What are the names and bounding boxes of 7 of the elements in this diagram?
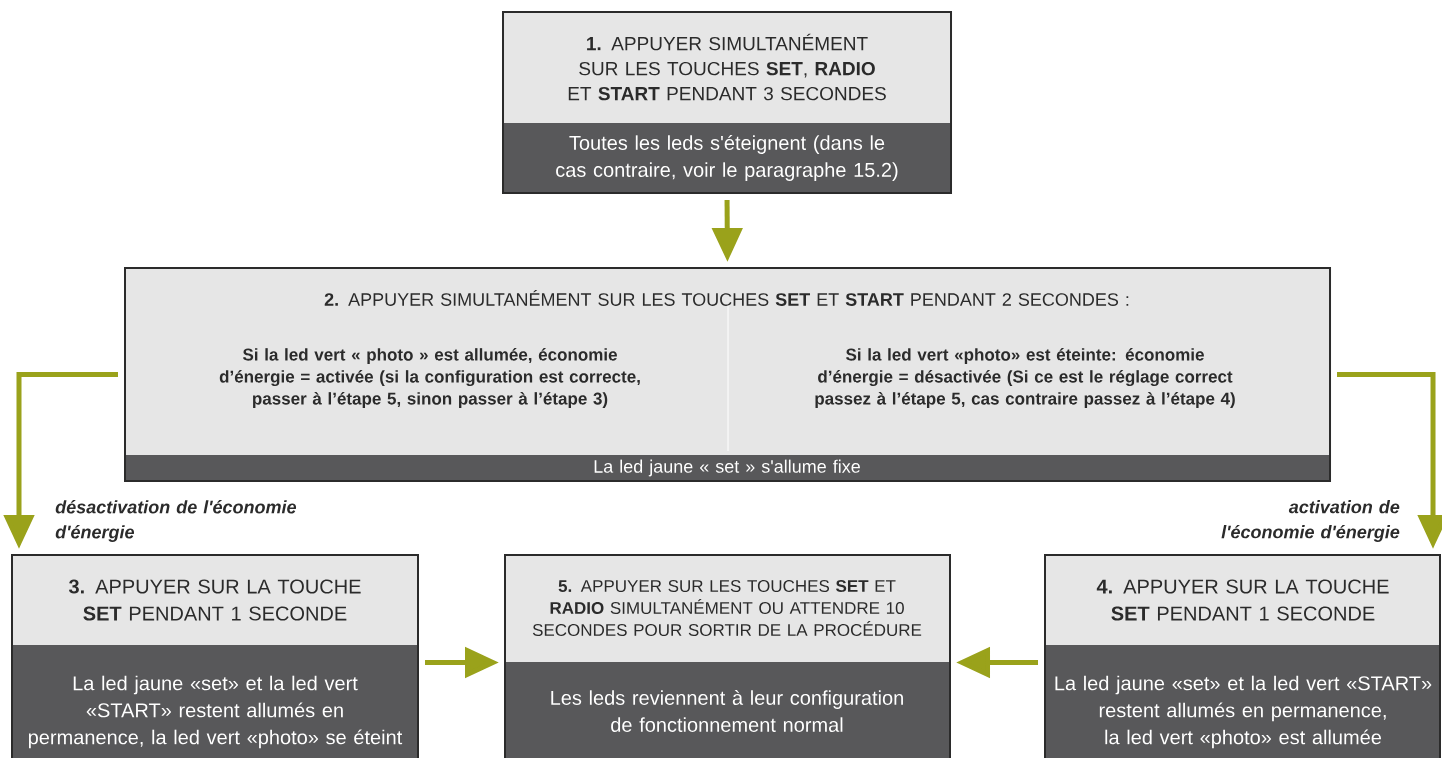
edge-label: activation de l'économie d'énergie xyxy=(1221,500,1400,542)
step-box: 3. APPUYER SUR LA TOUCHE SET PENDANT 1 SECONDE La led jaune «set» et la led vert «START» restent allumés en permanence, la led vert «photo» se éteint xyxy=(11,554,419,758)
edge-label: désactivation de l'économie d'énergie xyxy=(55,500,297,542)
step-box: 4. APPUYER SUR LA TOUCHE SET PENDANT 1 SECONDE La led jaune «set» et la led vert «START» restent allumés en permanence, la led vert «photo» est allumée xyxy=(1044,554,1441,758)
step-box: 1. APPUYER SIMULTANÉMENT SUR LES TOUCHES SET, RADIO ET START PENDANT 3 SECONDES Toutes les leds s'éteignent (dans le cas contraire, voir le paragraphe 15.2) xyxy=(502,11,952,194)
step-box: 5. APPUYER SUR LES TOUCHES SET ET RADIO SIMULTANÉMENT OU ATTENDRE 10 SECONDES POUR SORTIR DE LA PROCÉDURE Les leds reviennent à leur configuration de fonctionnement normal xyxy=(504,554,951,758)
step-box: 2. APPUYER SIMULTANÉMENT SUR LES TOUCHES SET ET START PENDANT 2 SECONDES : Si la led vert « photo » est allumée, économie d’énergie = activée (si la configuration est correcte, passer à l’étape 5, sinon passer à l’étape 3) Si la led vert «photo» est éteinte: économie d’énergie = désactivée (Si ce est le réglage correct passez à l’étape 5, cas contraire passez à l’étape 4) La led jaune « set » s'allume fixe xyxy=(124,267,1331,482)
